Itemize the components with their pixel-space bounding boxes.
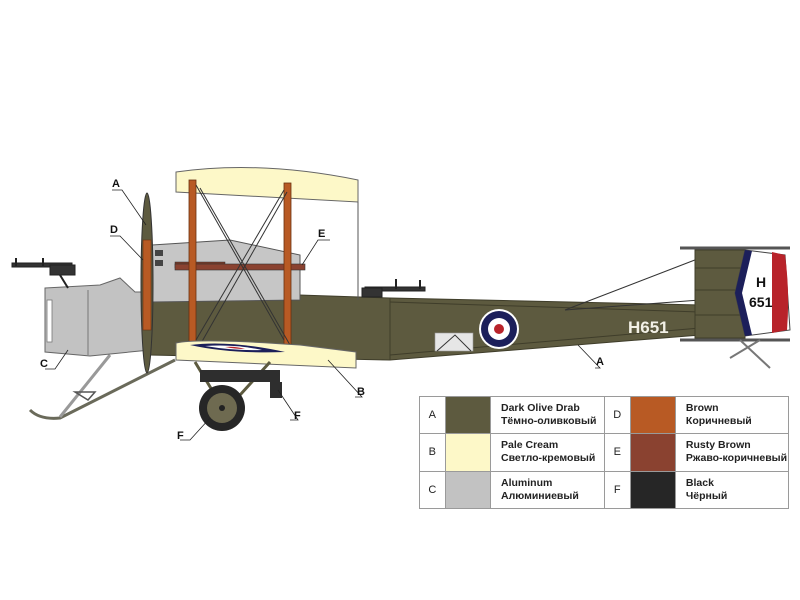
callout-d-propeller-hub: D xyxy=(110,224,118,236)
callout-f-wheel: F xyxy=(177,430,184,442)
legend-letter: A xyxy=(419,395,446,435)
callout-leaders xyxy=(45,189,601,441)
legend-letter: D xyxy=(603,395,631,435)
color-swatch-brown xyxy=(629,395,676,435)
fuselage-roundel xyxy=(479,309,519,349)
color-swatch-aluminum xyxy=(444,470,491,510)
legend-letter: B xyxy=(419,433,446,472)
callout-a-propeller: A xyxy=(112,178,120,190)
engine-nacelle xyxy=(151,239,301,303)
legend-letter: E xyxy=(603,433,631,472)
legend-letter: F xyxy=(603,470,631,510)
upper-machine-gun xyxy=(361,279,426,298)
rigging-wires xyxy=(564,257,701,311)
color-swatch-black xyxy=(629,470,676,510)
tail-serial-number: 651 xyxy=(749,294,773,310)
nose-skid xyxy=(28,354,176,420)
callout-c-nose: C xyxy=(40,358,48,370)
callout-e-strut: E xyxy=(318,228,326,240)
tail-serial-letter: H xyxy=(756,274,767,290)
undercarriage xyxy=(193,360,282,431)
fuselage-serial: H651 xyxy=(628,318,669,337)
inspection-panel xyxy=(434,332,474,352)
bracing-wires xyxy=(195,184,291,346)
callout-f-undercarriage: F xyxy=(294,410,301,422)
callout-a-fuselage: A xyxy=(596,356,604,368)
legend-letter: C xyxy=(419,470,446,510)
tail-assembly xyxy=(680,246,791,369)
nose-aluminum xyxy=(44,277,151,357)
front-machine-gun xyxy=(11,258,76,289)
callout-b-wing: B xyxy=(357,386,365,398)
color-swatch-dark-olive-drab xyxy=(444,395,491,435)
propeller xyxy=(140,192,154,374)
color-swatch-rusty-brown xyxy=(629,433,676,472)
color-swatch-pale-cream xyxy=(444,433,491,472)
upper-wing xyxy=(175,167,359,203)
